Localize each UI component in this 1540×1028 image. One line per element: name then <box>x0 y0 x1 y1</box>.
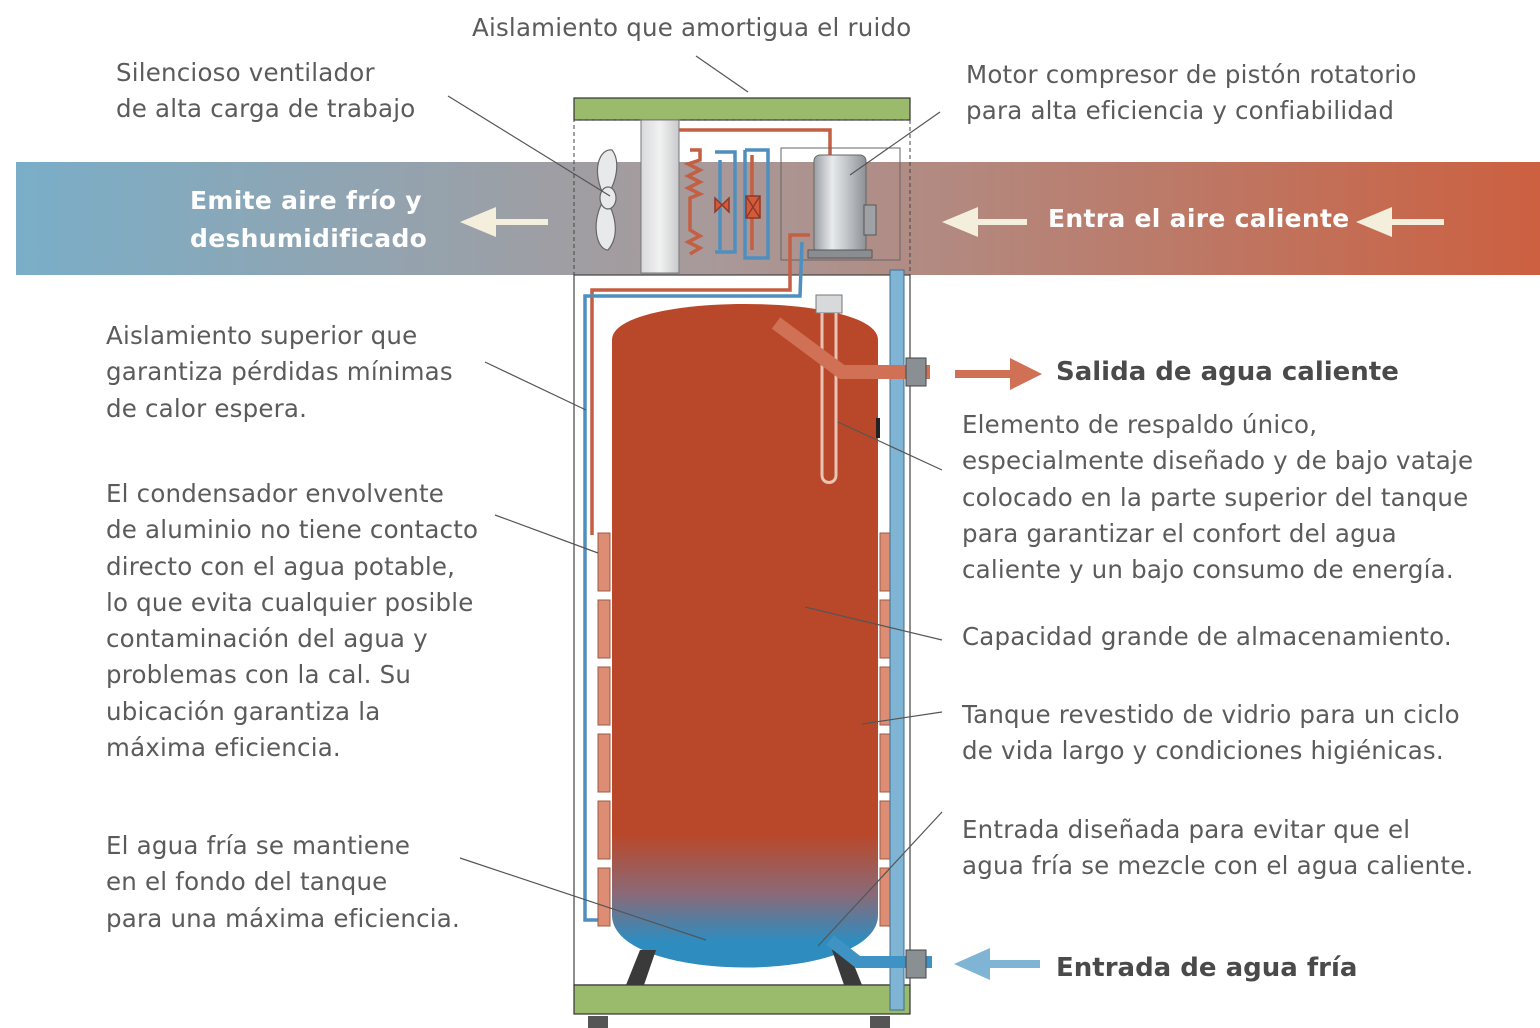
backup-element-head <box>815 294 843 314</box>
fan-icon <box>595 149 618 251</box>
air-out-arrow <box>460 207 548 237</box>
label-inlet-design: Entrada diseñada para evitar que el agua… <box>962 815 1474 881</box>
foot-left <box>588 1016 608 1028</box>
tank-legs <box>626 950 862 985</box>
label-compressor: Motor compresor de pistón rotatorio para… <box>966 60 1417 126</box>
evaporator-coil-icon <box>640 119 680 274</box>
backup-heating-element <box>820 313 838 484</box>
thermostat-marker <box>876 418 880 438</box>
cold-inlet-fitting <box>905 949 927 979</box>
label-glass-tank: Tanque revestido de vidrio para un ciclo… <box>962 700 1460 766</box>
air-in-arrow-2 <box>1356 207 1444 237</box>
refrigerant-lines <box>583 233 810 922</box>
leader-lines <box>447 55 943 947</box>
label-fan: Silencioso ventilador de alta carga de t… <box>116 58 416 124</box>
label-upper-insulation: Aislamiento superior que garantiza pérdi… <box>106 321 453 423</box>
air-out-label: Emite aire frío y deshumidificado <box>190 186 428 253</box>
air-in-label: Entra el aire caliente <box>1048 204 1350 233</box>
hot-water-outlet-pipe <box>771 317 930 379</box>
label-top-insulation: Aislamiento que amortigua el ruido <box>472 13 912 42</box>
label-backup-element: Elemento de respaldo único, especialment… <box>962 410 1474 585</box>
airflow-band <box>16 162 1540 275</box>
hot-out-arrow <box>955 358 1042 390</box>
air-in-arrow-1 <box>942 207 1027 237</box>
hot-water-outlet-label: Salida de agua caliente <box>1056 357 1399 387</box>
label-cold-bottom: El agua fría se mantiene en el fondo del… <box>106 831 461 933</box>
compressor-housing <box>780 147 901 261</box>
label-capacity: Capacidad grande de almacenamiento. <box>962 622 1452 651</box>
refrigerant-circuit-icon <box>679 128 832 260</box>
bottom-base-panel <box>573 984 911 1015</box>
foot-right <box>870 1016 890 1028</box>
cold-water-pipe <box>889 269 905 1011</box>
cold-in-arrow <box>954 948 1040 980</box>
storage-tank <box>612 304 878 968</box>
compressor-icon <box>807 154 877 259</box>
condenser-plates-left <box>597 532 611 927</box>
hot-outlet-fitting <box>905 357 927 387</box>
cold-water-inlet-label: Entrada de agua fría <box>1056 953 1358 983</box>
condenser-plates-right <box>879 532 893 927</box>
expansion-valve-icon <box>714 195 761 219</box>
label-condenser: El condensador envolvente de aluminio no… <box>106 479 479 763</box>
top-insulation-panel <box>573 97 911 121</box>
